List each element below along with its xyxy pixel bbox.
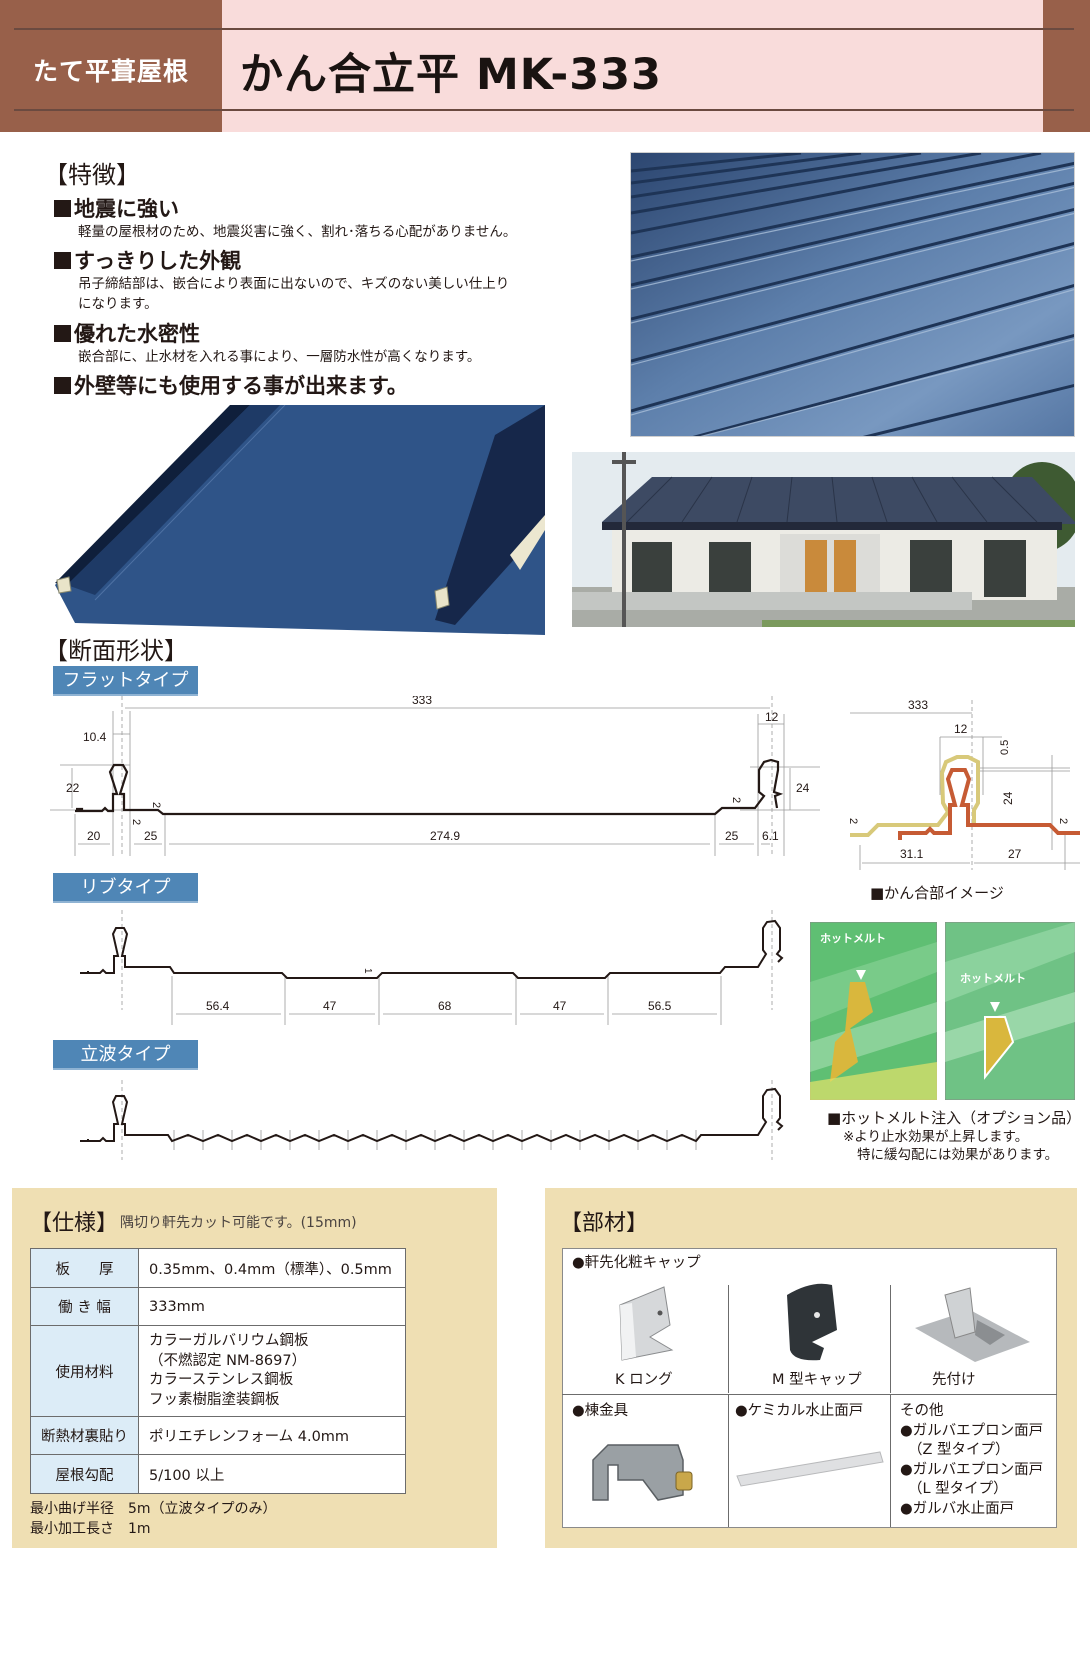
feature-heading: 外壁等にも使用する事が出来ます。 xyxy=(54,370,408,400)
tatenami-type-label: 立波タイプ xyxy=(53,1040,198,1070)
svg-text:20: 20 xyxy=(87,829,101,843)
svg-text:ホットメルト: ホットメルト xyxy=(820,932,886,945)
table-row: 使用材料 カラーガルバリウム鋼板（不燃認定 NM-8697）カラーステンレス鋼板… xyxy=(30,1325,406,1417)
svg-text:47: 47 xyxy=(323,999,337,1013)
spec-footer-row: 最小曲げ半径 5m（立波タイプのみ） xyxy=(30,1501,277,1517)
feature-desc: 嵌合部に、止水材を入れる事により、一層防水性が高くなります。 xyxy=(78,349,481,365)
others-list: その他 ●ガルバエプロン面戸 （Z 型タイプ） ●ガルバエプロン面戸 （L 型タ… xyxy=(900,1403,1044,1517)
hotmelt-photo-1: ホットメルト xyxy=(810,922,937,1100)
svg-text:12: 12 xyxy=(765,710,779,724)
header-category: たて平葺屋根 xyxy=(32,57,189,86)
m-cap-part-image xyxy=(787,1283,837,1361)
roof-panel-product-photo xyxy=(55,405,545,635)
hotmelt-note-2: 特に緩勾配には効果があります。 xyxy=(857,1147,1059,1163)
joint-image-diagram: 333 12 0.5 24 2 2 31.1 27 xyxy=(850,698,1080,870)
feature-heading: すっきりした外観 xyxy=(54,245,241,275)
header-top-rule xyxy=(14,28,1074,30)
divider xyxy=(728,1394,729,1527)
hotmelt-photo-2: ホットメルト xyxy=(945,922,1075,1100)
rib-type-label: リブタイプ xyxy=(53,873,198,903)
square-bullet-icon xyxy=(54,325,71,342)
svg-text:47: 47 xyxy=(553,999,567,1013)
header-bottom-rule xyxy=(14,109,1074,111)
svg-text:2: 2 xyxy=(130,819,142,825)
feature-desc: 吊子締結部は、嵌合により表面に出ないので、キズのない美しい仕上りになります。 xyxy=(78,276,510,312)
divider xyxy=(890,1394,891,1527)
square-bullet-icon xyxy=(54,377,71,394)
standing-seam-roof-photo xyxy=(630,152,1075,437)
svg-text:333: 333 xyxy=(412,696,432,707)
ridge-bracket-part-image xyxy=(592,1444,693,1501)
svg-text:31.1: 31.1 xyxy=(900,847,924,861)
rib-type-diagram: 1 56.4 47 68 47 56.5 xyxy=(80,910,784,1025)
feature-heading: 地震に強い xyxy=(54,193,179,223)
svg-text:10.4: 10.4 xyxy=(83,730,107,744)
flat-type-diagram: 333 10.4 12 22 24 2 2 2 20 25 274.9 25 6… xyxy=(50,696,820,856)
svg-text:12: 12 xyxy=(954,722,968,736)
svg-text:2: 2 xyxy=(730,797,742,803)
svg-text:22: 22 xyxy=(66,781,80,795)
m-cap-label: M 型キャップ xyxy=(772,1372,862,1388)
svg-text:24: 24 xyxy=(796,781,810,795)
divider xyxy=(562,1394,1057,1395)
flat-type-label: フラットタイプ xyxy=(53,666,198,696)
spec-footer-row: 最小加工長さ 1m xyxy=(30,1521,151,1537)
svg-text:1: 1 xyxy=(362,968,373,974)
hotmelt-note-1: ※より止水効果が上昇します。 xyxy=(843,1129,1029,1145)
page-title: かん合立平 MK-333 xyxy=(240,50,662,100)
parts-title: 【部材】 xyxy=(560,1211,649,1236)
ridge-bracket-heading: ●棟金具 xyxy=(572,1403,629,1419)
svg-text:2: 2 xyxy=(1057,818,1069,824)
features-title: 【特徴】 xyxy=(44,161,140,189)
svg-text:6.1: 6.1 xyxy=(762,829,779,843)
cross-section-title: 【断面形状】 xyxy=(44,637,188,665)
svg-text:274.9: 274.9 xyxy=(430,829,460,843)
svg-text:25: 25 xyxy=(725,829,739,843)
svg-text:2: 2 xyxy=(850,818,859,824)
svg-text:56.4: 56.4 xyxy=(206,999,230,1013)
svg-text:0.5: 0.5 xyxy=(999,740,1011,755)
hotmelt-caption: ■ホットメルト注入（オプション品） xyxy=(827,1109,1082,1127)
svg-text:ホットメルト: ホットメルト xyxy=(960,972,1026,985)
house-with-standing-seam-roof-photo xyxy=(572,452,1075,627)
divider xyxy=(890,1285,891,1393)
joint-image-caption: ■かん合部イメージ xyxy=(870,884,1004,902)
square-bullet-icon xyxy=(54,252,71,269)
divider xyxy=(728,1285,729,1393)
k-long-part-image xyxy=(619,1286,674,1361)
header-right-block xyxy=(1043,0,1090,132)
tatenami-type-diagram xyxy=(80,1080,784,1160)
spec-title: 【仕様】 xyxy=(30,1211,119,1236)
svg-text:333: 333 xyxy=(908,698,928,712)
square-bullet-icon xyxy=(54,200,71,217)
feature-heading: 優れた水密性 xyxy=(54,318,200,348)
sakizuke-label: 先付け xyxy=(932,1372,976,1388)
chemical-seal-heading: ●ケミカル水止面戸 xyxy=(735,1403,864,1419)
svg-text:24: 24 xyxy=(1001,791,1015,805)
svg-text:56.5: 56.5 xyxy=(648,999,672,1013)
chemical-seal-part-image xyxy=(736,1451,884,1487)
svg-text:68: 68 xyxy=(438,999,452,1013)
k-long-label: K ロング xyxy=(615,1372,673,1388)
svg-text:27: 27 xyxy=(1008,847,1022,861)
eave-cap-heading: ●軒先化粧キャップ xyxy=(572,1255,701,1271)
table-row: 断熱材裏貼りポリエチレンフォーム 4.0mm xyxy=(30,1416,406,1455)
spec-note: 隅切り軒先カット可能です。(15mm) xyxy=(120,1215,357,1231)
sakizuke-part-image xyxy=(915,1287,1030,1362)
svg-text:25: 25 xyxy=(144,829,158,843)
feature-desc: 軽量の屋根材のため、地震災害に強く、割れ･落ちる心配がありません。 xyxy=(78,224,517,240)
svg-text:2: 2 xyxy=(150,802,162,808)
